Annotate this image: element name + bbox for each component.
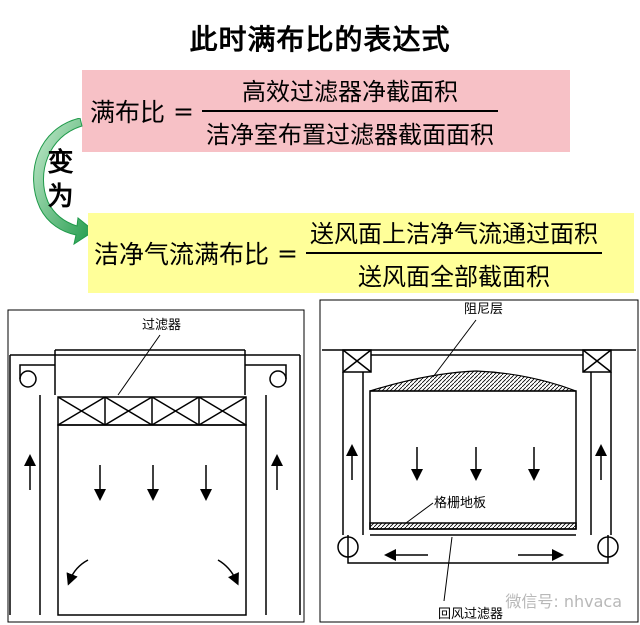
formula1-lhs: 满布比 (90, 98, 166, 127)
transition-label: 变为 (43, 148, 73, 216)
grating-floor-label: 格栅地板 (434, 496, 487, 511)
return-filter-label: 回风过滤器 (438, 607, 504, 622)
formula1-denominator: 洁净室布置过滤器截面面积 (205, 121, 494, 149)
formula2-lhs: 洁净气流满布比 (94, 240, 270, 269)
watermark: 微信号: nhvaca (505, 592, 622, 611)
damping-layer-label: 阻尼层 (464, 302, 504, 317)
fraction-bar (201, 110, 498, 112)
left-cleanroom-diagram (7, 309, 305, 623)
formula-box-clean-airflow-ratio: 洁净气流满布比 = 送风面上洁净气流通过面积 送风面全部截面积 (88, 213, 634, 293)
formula1-equals: = (173, 96, 194, 126)
filter-label: 过滤器 (142, 318, 182, 333)
formula1-numerator: 高效过滤器净截面积 (241, 78, 458, 106)
formula2-fraction: 送风面上洁净气流通过面积 送风面全部截面积 (305, 214, 602, 292)
slide-title: 此时满布比的表达式 (189, 23, 451, 56)
fraction-bar (305, 252, 602, 254)
formula2-denominator: 送风面全部截面积 (357, 263, 550, 291)
formula2-numerator: 送风面上洁净气流通过面积 (309, 220, 598, 248)
right-cleanroom-diagram (319, 299, 639, 623)
formula-box-fill-ratio: 满布比 = 高效过滤器净截面积 洁净室布置过滤器截面面积 (82, 70, 570, 152)
formula1-fraction: 高效过滤器净截面积 洁净室布置过滤器截面面积 (201, 72, 498, 150)
formula2-equals: = (277, 238, 298, 268)
